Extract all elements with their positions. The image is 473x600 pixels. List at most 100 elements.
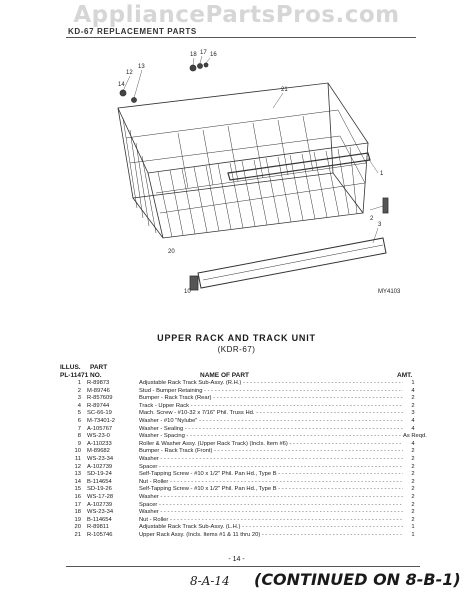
- part-number: A-102739: [87, 501, 113, 508]
- illus-number: 3: [77, 395, 81, 402]
- callout-16: 16: [210, 52, 217, 58]
- callout-13: 13: [138, 64, 145, 70]
- part-name: Track - Upper Rack: [139, 403, 403, 411]
- callout-10: 10: [184, 289, 191, 295]
- front-bumper: [189, 275, 199, 291]
- part-name: Mach. Screw - #10-32 x 7/16" Phil. Truss…: [139, 410, 403, 418]
- part-number: M-89682: [87, 448, 110, 455]
- part-number: R-857609: [87, 395, 113, 402]
- illus-number: 5: [77, 410, 81, 417]
- callout-21: 21: [281, 87, 288, 93]
- part-amount: 1: [411, 524, 415, 531]
- upper-rack-track: [197, 237, 387, 289]
- page-number: - 14 -: [228, 556, 245, 563]
- illus-number: 16: [74, 493, 81, 500]
- part-name: Bumper - Rack Track (Front): [139, 448, 403, 456]
- illus-number: 14: [74, 478, 81, 485]
- illus-number: 10: [74, 448, 81, 455]
- part-number: SD-19-24: [87, 471, 112, 478]
- part-amount: 2: [411, 493, 415, 500]
- part-name: Washer: [139, 509, 403, 517]
- part-amount: 2: [411, 395, 415, 402]
- exploded-diagram: 12 13 18 17 16 14 21 1 2 3 10 20 MY4103: [117, 50, 401, 295]
- col-illus-head: ILLUS. PL-11471: [60, 364, 88, 380]
- footer-rule: [66, 566, 420, 567]
- illus-number: 4: [77, 402, 81, 409]
- part-name: Bumper - Rack Track (Rear): [139, 395, 403, 403]
- diagram-stamp: MY4103: [378, 289, 401, 295]
- col-part-bottom: NO.: [90, 372, 102, 379]
- part-name: Adjustable Rack Track Sub-Assy. (R.H.): [139, 380, 403, 388]
- part-amount: 1: [411, 531, 415, 538]
- part-number: SC-66-19: [87, 410, 112, 417]
- part-name: Roller & Washer Assy. (Upper Rack Track)…: [139, 441, 403, 449]
- part-number: R-89811: [87, 524, 109, 531]
- part-amount: 2: [411, 471, 415, 478]
- illus-number: 17: [74, 501, 81, 508]
- rear-bumper: [382, 197, 389, 214]
- parts-row: 5 SC-66-19 Mach. Screw - #10-32 x 7/16" Ph…: [63, 410, 423, 418]
- callout-18: 18: [190, 52, 197, 58]
- illus-number: 2: [77, 387, 81, 394]
- callout-12: 12: [126, 70, 133, 76]
- part-name: Washer: [139, 456, 403, 464]
- part-name: Washer - Spacing: [139, 433, 403, 441]
- part-number: M-73401-2: [87, 417, 116, 424]
- page-header: KD-67 REPLACEMENT PARTS: [68, 27, 197, 36]
- part-amount: 4: [411, 440, 415, 447]
- parts-row: 15 SD-19-26 Self-Tapping Screw - #10 x 1/2…: [63, 486, 423, 494]
- part-name: Adjustable Rack Track Sub-Assy. (L.H.): [139, 524, 403, 532]
- parts-row: 9 A-110233 Roller & Washer Assy. (Upper Ra…: [63, 441, 423, 449]
- part-amount: 4: [411, 387, 415, 394]
- part-number: R-105746: [87, 531, 113, 538]
- part-amount: 1: [411, 380, 415, 386]
- col-illus-bottom: PL-11471: [60, 372, 89, 379]
- part-name: Spacer: [139, 464, 403, 472]
- callout-2: 2: [370, 216, 374, 222]
- part-number: A-102739: [87, 463, 113, 470]
- illus-number: 20: [74, 524, 81, 531]
- part-name: Spacer: [139, 502, 403, 510]
- part-number: WS-23-34: [87, 455, 114, 462]
- part-name: Self-Tapping Screw - #10 x 1/2" Phil. Pa…: [139, 486, 403, 494]
- col-illus-top: ILLUS.: [60, 364, 81, 371]
- watermark: AppliancePartsPros.com: [73, 2, 400, 28]
- header-rule: [66, 37, 416, 38]
- col-part-top: PART: [90, 364, 108, 371]
- part-amount: 4: [411, 417, 415, 424]
- part-name: Self-Tapping Screw - #10 x 1/2" Phil. Pa…: [139, 471, 403, 479]
- illus-number: 15: [74, 486, 81, 493]
- part-name: Washer - #10 "Nylube": [139, 418, 403, 426]
- part-name: Nut - Roller: [139, 517, 403, 525]
- part-amount: 2: [411, 478, 415, 485]
- parts-row: 20 R-89811 Adjustable Rack Track Sub-Assy.…: [63, 524, 423, 532]
- part-number: WS-23-34: [87, 509, 114, 516]
- parts-row: 1 R-89873 Adjustable Rack Track Sub-Assy. …: [63, 380, 423, 388]
- parts-row: 3 R-857609 Bumper - Rack Track (Rear) 2: [63, 395, 423, 403]
- part-number: A-110233: [87, 440, 112, 447]
- part-name: Washer - Sealing: [139, 426, 403, 434]
- part-number: SD-19-26: [87, 486, 112, 493]
- col-part-head: PART NO.: [90, 364, 107, 380]
- illus-number: 12: [74, 463, 81, 470]
- part-amount: 2: [411, 516, 415, 523]
- part-amount: 2: [411, 463, 415, 470]
- part-amount: 4: [411, 425, 415, 432]
- illus-number: 9: [77, 440, 81, 447]
- illus-number: 8: [77, 433, 81, 440]
- illus-number: 6: [77, 417, 81, 424]
- parts-row: 17 A-102739 Spacer 2: [63, 502, 423, 510]
- handwritten-reference: 8-A-14: [190, 574, 230, 588]
- part-number: R-89873: [87, 380, 110, 386]
- part-amount: 2: [411, 501, 415, 508]
- part-amount: As Reqd.: [403, 433, 427, 440]
- continued-note: (CONTINUED ON 8-B-1): [254, 570, 461, 589]
